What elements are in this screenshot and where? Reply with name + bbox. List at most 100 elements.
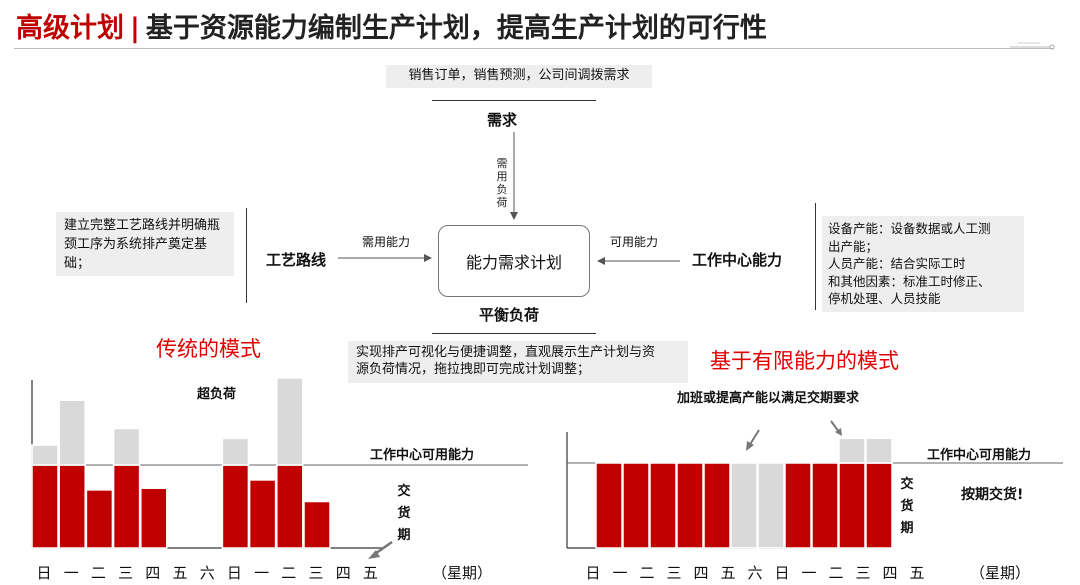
right-day-label: 一 (801, 564, 816, 582)
demand-label: 需求 (487, 111, 518, 129)
left-overload-bar (221, 437, 250, 466)
right-bar (838, 462, 866, 549)
capacity-boost-arrow (830, 420, 840, 433)
left-bar-chart: 日一二三四五六日一二三四五 (31, 377, 528, 582)
balance-line: 源负荷情况，拖拉拽即可完成计划调整； (356, 362, 591, 377)
right-bar (595, 462, 623, 549)
workcenter-line: 出产能； (828, 238, 879, 254)
route-label: 工艺路线 (266, 251, 327, 269)
title-separator: | (130, 13, 140, 44)
right-bar (784, 462, 812, 549)
balance-divider (432, 333, 596, 334)
left-overload-bar (31, 444, 59, 466)
workcenter-box: 设备产能：设备数据或人工测 出产能； 人员产能：结合实际工时 和其他因素：标准工… (822, 216, 1024, 312)
workcenter-divider (815, 203, 816, 310)
right-bar (757, 462, 785, 549)
on-time-label: 按期交货! (961, 487, 1024, 503)
left-week-label: （星期） (432, 564, 493, 582)
overtime-pointer-arrowhead (746, 441, 754, 451)
header-divider (14, 48, 1054, 49)
title-main: 高级计划 (16, 13, 124, 44)
right-day-label: 日 (774, 564, 789, 582)
left-day-label: 三 (118, 564, 133, 582)
right-day-label: 五 (909, 564, 924, 582)
demand-divider (432, 100, 596, 101)
left-bar (276, 464, 304, 549)
left-overload-bar (112, 427, 141, 466)
overload-label: 超负荷 (197, 387, 237, 402)
left-chart-heading: 传统的模式 (156, 337, 261, 361)
right-day-label: 六 (747, 564, 762, 582)
left-delivery-label: 交 货 期 (396, 481, 412, 547)
balance-label: 平衡负荷 (479, 306, 540, 324)
right-day-label: 一 (612, 564, 627, 582)
capacity-boost-arrowhead (835, 428, 842, 436)
left-day-label: 一 (64, 564, 79, 582)
left-capacity-line-label: 工作中心可用能力 (370, 448, 475, 463)
left-bar (58, 464, 86, 549)
balance-box: 实现排产可视化与便捷调整，直观展示生产计划与资 源负荷情况，拖拉拽即可完成计划调… (348, 341, 688, 383)
left-day-label: 一 (254, 564, 269, 582)
left-overload-bar (276, 377, 304, 466)
left-day-label: 二 (91, 564, 106, 582)
overtime-note: 加班或提高产能以满足交期要求 (677, 391, 860, 406)
left-bar (221, 464, 250, 549)
workcenter-line: 和其他因素：标准工时修正、 (828, 273, 991, 289)
left-day-label: 四 (336, 564, 351, 582)
right-bar (811, 462, 839, 549)
workcenter-line: 停机处理、人员技能 (828, 291, 941, 306)
right-bar (622, 462, 650, 549)
delivery-char: 货 (900, 499, 914, 514)
demand-load-label: 需用负荷 (496, 157, 508, 209)
delivery-char: 货 (397, 506, 411, 521)
required-capacity-label: 需用能力 (362, 235, 411, 249)
left-bar (85, 489, 114, 549)
left-day-label: 日 (227, 564, 242, 582)
right-bar-chart: 日一二三四五六日一二三四五 (566, 420, 1063, 582)
delivery-char: 期 (900, 521, 914, 536)
capacity-planning-label: 能力需求计划 (465, 253, 562, 272)
right-bar (703, 462, 731, 549)
left-day-label: 五 (172, 564, 187, 582)
demand-load-text: 需用负荷 (496, 157, 508, 209)
capacity-planning-box: 能力需求计划 (438, 225, 590, 297)
left-day-label: 六 (200, 564, 215, 582)
right-bar (730, 462, 758, 549)
left-day-label: 五 (363, 564, 378, 582)
route-divider (246, 208, 247, 303)
left-bar (112, 464, 141, 549)
left-overload-bar (58, 399, 86, 466)
header-decoration-icon (1010, 42, 1055, 50)
left-day-label: 二 (281, 564, 296, 582)
right-bar (865, 462, 893, 549)
right-day-label: 二 (828, 564, 843, 582)
left-bar (248, 479, 277, 549)
workcenter-label: 工作中心能力 (692, 251, 783, 269)
title-subtitle: 基于资源能力编制生产计划，提高生产计划的可行性 (145, 13, 767, 44)
left-bar (31, 464, 59, 549)
right-day-label: 四 (882, 564, 897, 582)
right-overload-bar (838, 437, 866, 464)
right-day-label: 四 (693, 564, 708, 582)
right-day-label: 三 (666, 564, 681, 582)
delivery-char: 交 (397, 484, 411, 499)
workcenter-line: 设备产能：设备数据或人工测 (828, 221, 991, 236)
balance-line: 实现排产可视化与便捷调整，直观展示生产计划与资 (356, 345, 656, 360)
right-capacity-line-label: 工作中心可用能力 (927, 448, 1032, 463)
workcenter-line: 人员产能：结合实际工时 (828, 256, 966, 271)
right-chart-heading: 基于有限能力的模式 (710, 349, 899, 373)
right-bar (676, 462, 704, 549)
right-week-label: （星期） (970, 564, 1031, 582)
left-day-label: 三 (308, 564, 323, 582)
right-day-label: 日 (585, 564, 600, 582)
left-deadline-arrowhead (368, 550, 380, 559)
delivery-char: 交 (900, 477, 914, 492)
page-title: 高级计划|基于资源能力编制生产计划，提高生产计划的可行性 (16, 6, 767, 45)
right-day-label: 五 (720, 564, 735, 582)
left-day-label: 四 (145, 564, 160, 582)
right-day-label: 二 (639, 564, 654, 582)
demand-source-box: 销售订单，销售预测，公司间调拨需求 (386, 65, 652, 88)
right-delivery-label: 交 货 期 (899, 474, 915, 540)
right-overload-bar (865, 437, 893, 464)
right-bar (649, 462, 677, 549)
